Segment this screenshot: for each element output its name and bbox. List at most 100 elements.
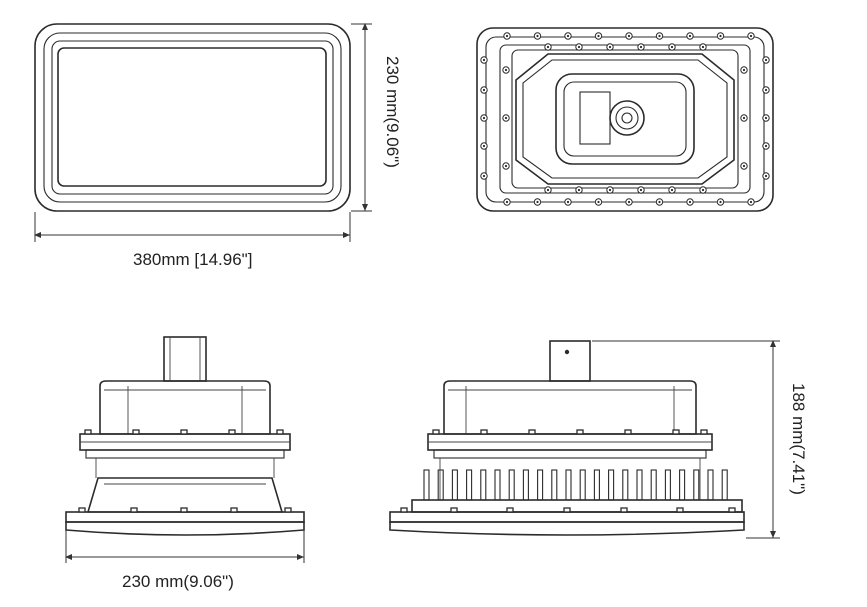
back-bolt-center (482, 144, 486, 148)
elevation-flange-bolt (672, 429, 680, 435)
side-flange-bolt (228, 429, 236, 435)
back-view-heatsink-inner (522, 59, 728, 179)
back-bolt-center (627, 200, 631, 204)
back-bolt-inner-center (504, 116, 508, 120)
back-bolt-center (482, 174, 486, 178)
back-view-housing-inner (511, 49, 739, 189)
back-bolt-center (658, 200, 661, 204)
back-bolt-inner-center (742, 68, 746, 72)
front-view-bezel (51, 40, 334, 195)
side-flange-bolt (84, 429, 92, 435)
heatsink-fin (593, 469, 600, 501)
elevation-view-heatsink-fins (423, 458, 728, 501)
back-bolt-center (505, 200, 509, 204)
elevation-lens-bolt (620, 507, 628, 513)
side-view-bolts (78, 429, 292, 513)
back-bolt-center (719, 34, 722, 38)
heatsink-fin (437, 469, 444, 501)
back-bolt-inner-center (608, 45, 612, 49)
elevation-view-bolts (400, 429, 736, 513)
back-bolt-inner-center (577, 188, 581, 192)
elevation-flange-bolt (432, 429, 440, 435)
heatsink-fin (522, 469, 529, 501)
heatsink-fin (537, 469, 544, 501)
back-view-label-plate (579, 91, 611, 145)
width-dimension-label: 380mm [14.96"] (133, 250, 253, 269)
heatsink-fin (608, 469, 615, 501)
back-bolt-center (764, 174, 768, 178)
heatsink-fin (565, 469, 572, 501)
elevation-lens-bolt (676, 507, 684, 513)
elevation-view-lens (389, 521, 745, 536)
back-bolt-inner-center (608, 188, 612, 192)
back-view-cable-gland-mid (615, 106, 639, 130)
heatsink-fin (664, 469, 671, 501)
side-view-gasket (85, 449, 285, 459)
elevation-view-gasket (433, 449, 707, 459)
elevation-view-fin-base (411, 499, 743, 513)
back-bolt-inner-center (701, 188, 705, 192)
back-bolt-inner-center (670, 45, 674, 49)
back-bolt-center (482, 88, 486, 92)
back-view-cable-gland-outer (609, 100, 645, 136)
back-bolt-center (597, 200, 600, 204)
heatsink-fin (679, 469, 686, 501)
back-bolt-center (764, 144, 768, 148)
side-view-lens-frame (65, 511, 305, 523)
height-dimension-label: 230 mm(9.06") (383, 56, 402, 168)
back-view-cable-gland-core (621, 112, 633, 124)
side-lens-bolt (180, 507, 188, 513)
elevation-flange-bolt (624, 429, 632, 435)
back-view-driver-cover (563, 81, 687, 157)
back-bolt-center (764, 116, 768, 120)
back-bolt-inner-center (670, 188, 674, 192)
heatsink-fin (423, 469, 430, 501)
elevation-lens-bolt (506, 507, 514, 513)
side-flange-bolt (276, 429, 284, 435)
side-lens-bolt (284, 507, 292, 513)
back-view-outer-frame (476, 27, 774, 212)
back-bolt-inner-center (546, 45, 550, 49)
heatsink-fin (622, 469, 629, 501)
back-bolt-center (482, 58, 486, 62)
side-view-lens (65, 521, 305, 536)
total-height-dimension-label: 188 mm(7.41") (789, 383, 808, 495)
side-lens-bolt (130, 507, 138, 513)
height-dimension (351, 23, 372, 212)
back-bolt-inner-center (504, 164, 508, 168)
side-view-body (86, 477, 284, 513)
heatsink-fin (693, 469, 700, 501)
side-view-driver-housing (99, 380, 271, 435)
back-bolt-center (658, 34, 661, 38)
back-view-heatsink-outline (515, 53, 735, 185)
back-bolt-inner-center (742, 116, 746, 120)
back-bolt-center (749, 200, 753, 204)
elevation-view-driver-housing (443, 380, 697, 435)
back-bolt-center (688, 200, 692, 204)
front-view (34, 23, 351, 212)
elevation-flange-bolt (480, 429, 488, 435)
back-view-driver-box (555, 73, 695, 165)
width-dimension (34, 212, 351, 242)
side-flange-bolt (180, 429, 188, 435)
elevation-lens-bolt (563, 507, 571, 513)
elevation-view-gland-hole (564, 349, 570, 355)
total-height-dimension (592, 340, 780, 539)
front-view-outer-frame (34, 23, 351, 212)
back-bolt-center (764, 88, 768, 92)
back-bolt-inner-center (504, 68, 508, 72)
elevation-flange-bolt (528, 429, 536, 435)
depth-dimension-label: 230 mm(9.06") (122, 572, 234, 591)
back-bolt-inner-center (701, 45, 705, 49)
back-bolt-inner-center (639, 188, 643, 192)
heatsink-fin (551, 469, 558, 501)
heatsink-fin (480, 469, 487, 501)
back-view-bolts (480, 32, 770, 206)
elevation-view (389, 340, 745, 536)
heatsink-fin (494, 469, 501, 501)
back-bolt-inner-center (639, 45, 643, 49)
elevation-view-cable-gland (549, 340, 591, 382)
elevation-lens-bolt (450, 507, 458, 513)
back-bolt-center (536, 200, 539, 204)
